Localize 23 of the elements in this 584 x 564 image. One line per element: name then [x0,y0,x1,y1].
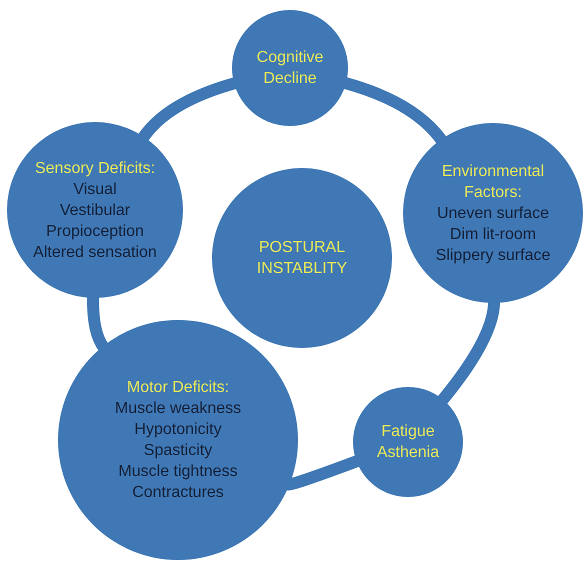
circle-heading: Sensory Deficits: [34,158,156,178]
list-item: Dim lit-room [450,224,536,244]
list-item: Slippery surface [436,246,550,266]
list-item: Altered sensation [33,242,157,262]
list-item: Propioception [46,222,144,242]
list-item: Contractures [132,483,224,503]
circle-heading: Cognitive Decline [256,48,324,89]
circle-heading: POSTURAL INSTABLITY [256,238,348,279]
ring-connector [287,455,360,490]
list-item: Hypotonicity [134,420,222,440]
ring-connector [138,77,238,142]
circle-heading: Motor Deficits: [126,378,230,398]
list-item: Vestibular [60,200,130,220]
list-item: Muscle weakness [114,399,242,419]
circle-heading: Environmental Factors: [440,162,546,202]
list-item: Uneven surface [436,204,550,224]
list-item: Visual [73,180,117,200]
ring-connector [437,300,500,405]
list-item: Spasticity [144,441,212,461]
list-item: Muscle tightness [118,462,238,482]
ring-connector [342,76,447,145]
circle-heading: Fatigue Asthenia [376,422,440,463]
ring-connector [87,296,110,352]
